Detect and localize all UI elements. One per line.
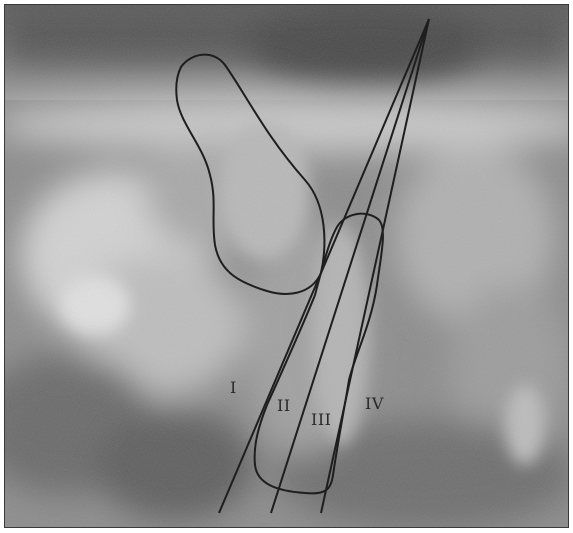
radiograph-svg: I II III IV [5,5,568,527]
zone-label-2: II [277,396,291,415]
zone-label-4: IV [365,394,384,413]
radiograph-background [5,5,568,527]
zone-label-3: III [311,410,331,429]
zone-label-1: I [230,378,237,397]
radiograph-figure: I II III IV [4,4,569,528]
